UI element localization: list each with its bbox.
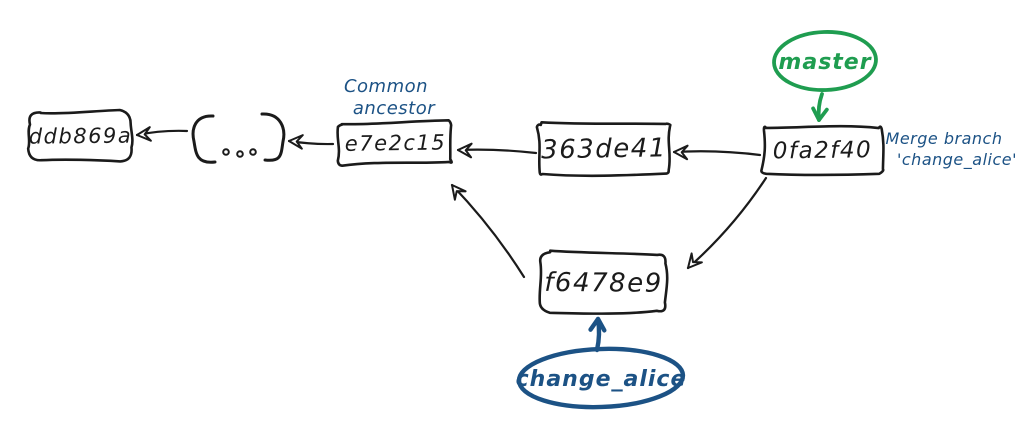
annotation-line: Merge branch [886, 129, 1003, 148]
commit-hash-label: ddb869a [29, 124, 133, 149]
edge-line [686, 176, 768, 270]
commit-box [26, 108, 134, 163]
annotation-line: ancestor [353, 98, 436, 119]
branch-ellipse [516, 346, 686, 410]
commit-box [336, 119, 453, 167]
edge-363de41-to-e7e2c15 [456, 142, 538, 159]
commit-box [760, 124, 885, 177]
edge-f6478e9-to-e7e2c15 [450, 183, 526, 279]
annotation-merge-branch: Merge branch 'change_alice' [886, 129, 1017, 170]
edge-0fa2f40-to-363de41 [672, 144, 762, 161]
ellipsis-dot [249, 148, 257, 156]
bracket-left [191, 114, 217, 164]
arrowhead-icon [457, 142, 473, 159]
commit-node-e7e2c15: e7e2c15 [336, 119, 453, 167]
arrowhead-icon [136, 126, 152, 142]
arrowhead-icon [588, 316, 607, 333]
edge-line [672, 150, 762, 157]
commit-node-ddb869a: ddb869a [26, 108, 134, 163]
commit-node-363de41: 363de41 [535, 120, 672, 178]
arrowhead-icon [687, 252, 703, 269]
commit-box [538, 249, 669, 315]
branch-name-label: change_alice [516, 367, 687, 392]
edge-ellipsis-to-ddb869a [135, 126, 189, 142]
branch-label-change_alice: change_alice [516, 316, 687, 410]
commit-hash-label: e7e2c15 [345, 130, 447, 155]
branch-name-label: master [778, 50, 871, 75]
edge-0fa2f40-to-f6478e9 [686, 176, 768, 270]
edge-line [450, 183, 526, 279]
branch-label-master: master [772, 30, 878, 122]
annotation-line: Common [344, 76, 428, 97]
commit-hash-label: 363de41 [541, 133, 667, 165]
commit-box [535, 120, 672, 178]
bracket-right [260, 112, 286, 162]
edge-line [456, 148, 538, 155]
ellipsis-dot [222, 148, 230, 156]
commit-node-f6478e9: f6478e9 [538, 249, 669, 315]
edge-e7e2c15-to-ellipsis [287, 134, 335, 150]
commit-hash-label: 0fa2f40 [773, 137, 873, 164]
arrowhead-icon [288, 134, 304, 150]
branch-ellipse [772, 30, 878, 92]
commit-hash-label: f6478e9 [544, 268, 663, 299]
arrowhead-icon [451, 184, 467, 201]
commit-node-0fa2f40: 0fa2f40 [760, 124, 885, 177]
arrowhead-icon [811, 106, 829, 122]
commit-node-ellipsis [191, 112, 286, 164]
arrowhead-icon [673, 144, 689, 161]
ellipsis-dot [236, 150, 244, 158]
annotation-line: 'change_alice' [897, 150, 1017, 170]
